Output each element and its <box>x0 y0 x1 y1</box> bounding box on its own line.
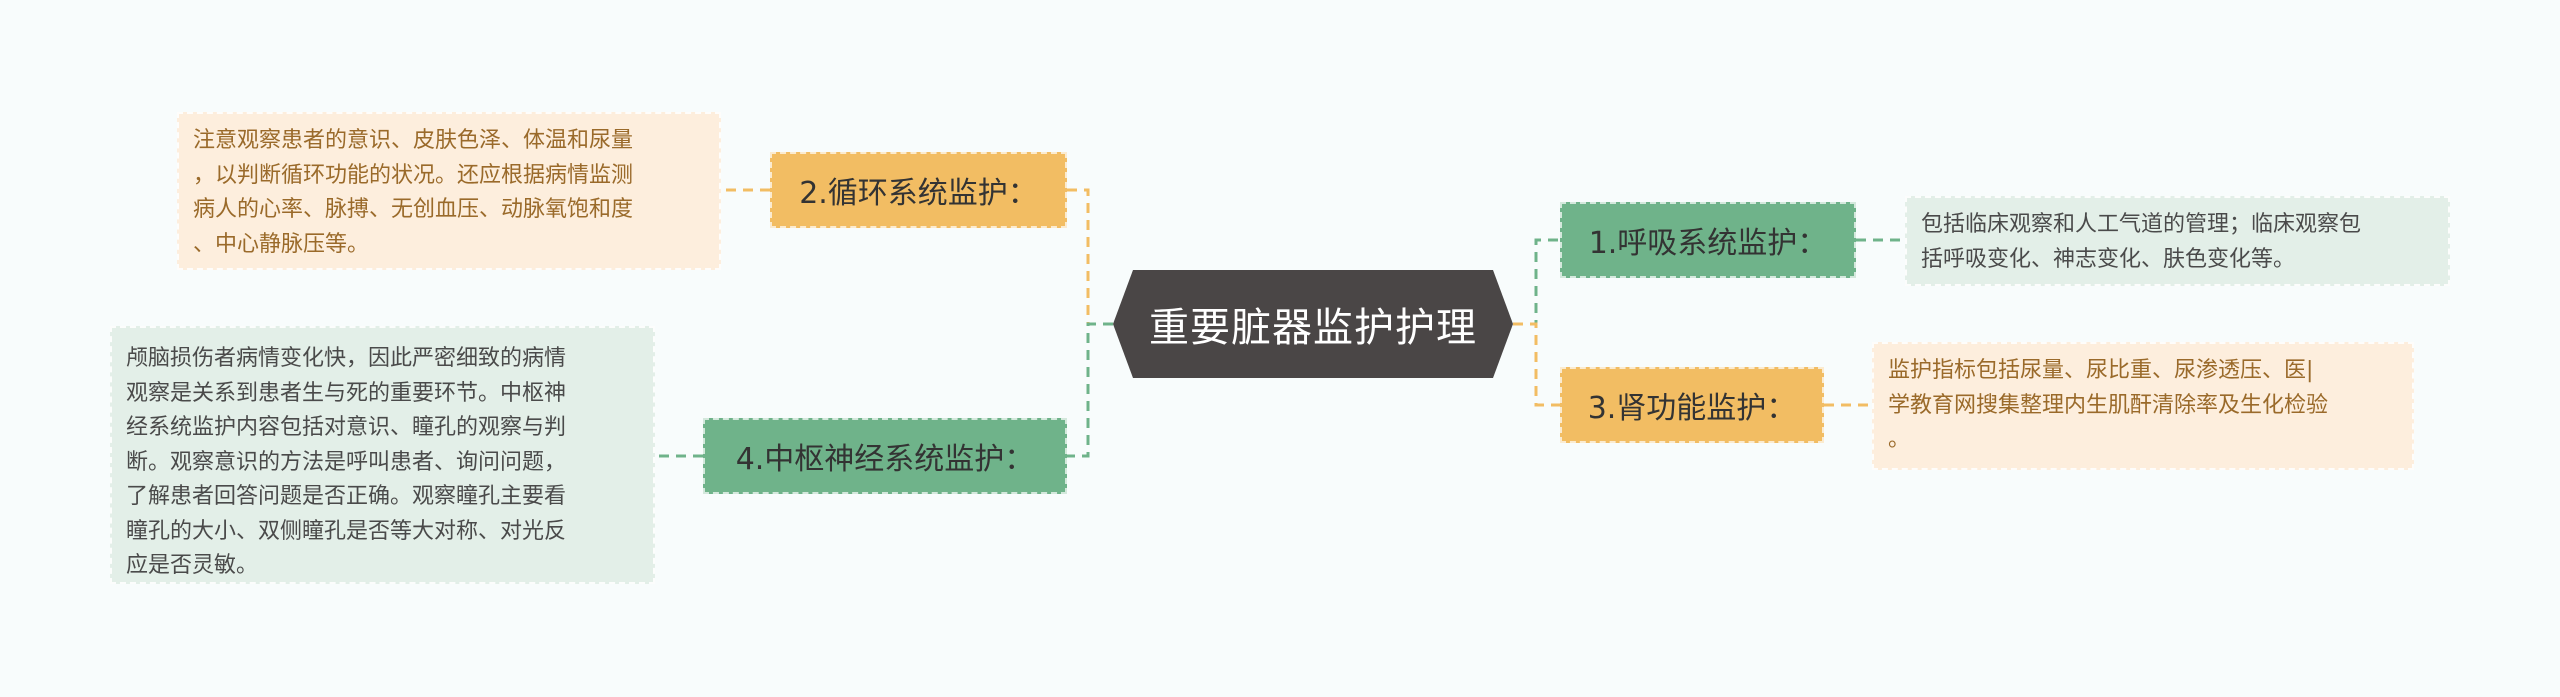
branch-1-label: 1.呼吸系统监护： <box>1588 226 1828 261</box>
connector-central-to-branch-3 <box>1513 322 1560 407</box>
branch-2-circulatory[interactable]: 2.循环系统监护： <box>770 152 1067 228</box>
branch-4-detail[interactable]: 颅脑损伤者病情变化快，因此严密细致的病情 观察是关系到患者生与死的重要环节。中枢… <box>110 326 655 584</box>
branch-1-detail-text: 包括临床观察和人工气道的管理；临床观察包 括呼吸变化、神志变化、肤色变化等。 <box>1921 212 2362 272</box>
branch-4-neuro[interactable]: 4.中枢神经系统监护： <box>703 418 1067 494</box>
branch-1-respiratory[interactable]: 1.呼吸系统监护： <box>1560 202 1856 278</box>
branch-3-detail-text: 监护指标包括尿量、尿比重、尿渗透压、医| 学教育网搜集整理内生肌酐清除率及生化检… <box>1888 358 2329 452</box>
branch-2-detail-text: 注意观察患者的意识、皮肤色泽、体温和尿量 ，以判断循环功能的状况。还应根据病情监… <box>193 128 634 257</box>
branch-3-renal[interactable]: 3.肾功能监护： <box>1560 367 1824 443</box>
branch-4-detail-text: 颅脑损伤者病情变化快，因此严密细致的病情 观察是关系到患者生与死的重要环节。中枢… <box>126 346 567 578</box>
branch-2-detail[interactable]: 注意观察患者的意识、皮肤色泽、体温和尿量 ，以判断循环功能的状况。还应根据病情监… <box>177 112 721 270</box>
branch-3-detail[interactable]: 监护指标包括尿量、尿比重、尿渗透压、医| 学教育网搜集整理内生肌酐清除率及生化检… <box>1872 342 2414 470</box>
connector-central-to-branch-1 <box>1513 238 1560 326</box>
connector-central-to-branch-2 <box>1067 188 1113 326</box>
branch-2-label: 2.循环系统监护： <box>799 176 1038 211</box>
branch-4-label: 4.中枢神经系统监护： <box>735 442 1035 477</box>
central-topic-label: 重要脏器监护护理 <box>1149 305 1477 351</box>
connector-central-to-branch-4 <box>1067 322 1113 458</box>
branch-1-detail[interactable]: 包括临床观察和人工气道的管理；临床观察包 括呼吸变化、神志变化、肤色变化等。 <box>1905 196 2450 286</box>
branch-3-label: 3.肾功能监护： <box>1587 391 1797 426</box>
central-topic[interactable]: 重要脏器监护护理 <box>1113 270 1513 378</box>
